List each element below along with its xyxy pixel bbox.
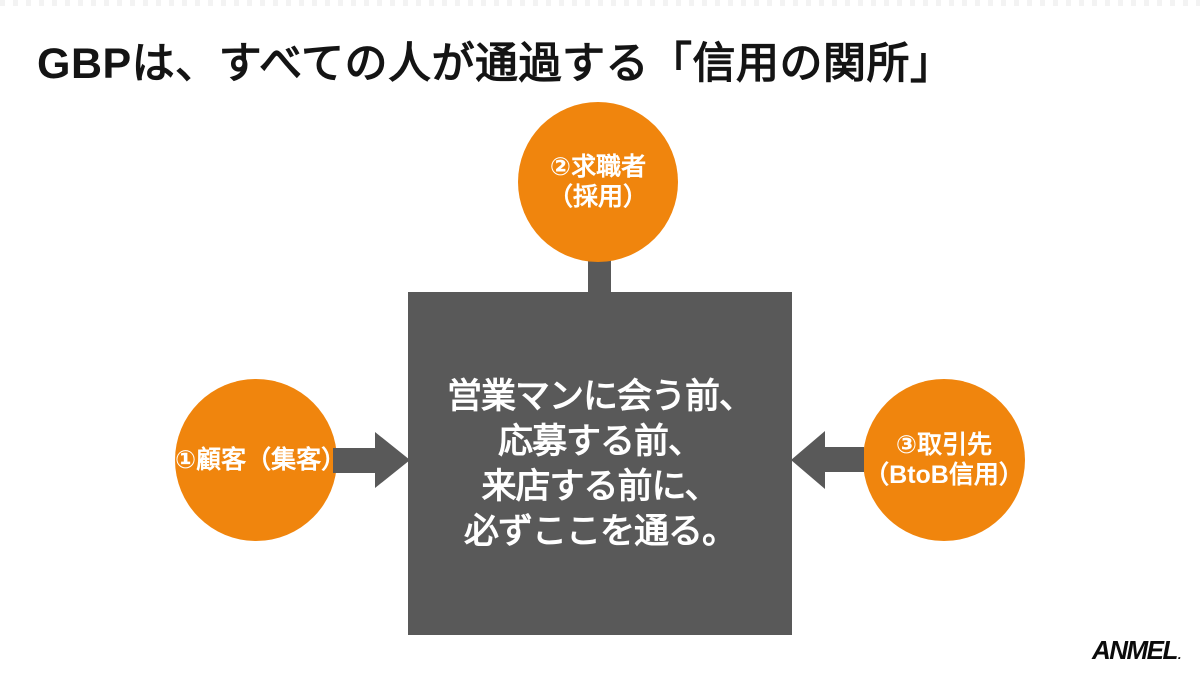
top-edge-artifact xyxy=(0,0,1200,6)
arrow-left-icon xyxy=(333,432,410,488)
logo-mark: . xyxy=(1177,647,1182,662)
box-line-4: 必ずここを通る。 xyxy=(463,511,737,551)
credibility-gate-box: 営業マンに会う前、 応募する前、 来店する前に、 必ずここを通る。 xyxy=(408,292,792,635)
node-jobseekers-line1: ②求職者 xyxy=(549,153,647,181)
box-line-1: 営業マンに会う前、 xyxy=(446,376,754,416)
node-jobseekers: ②求職者 （採用） xyxy=(518,102,678,262)
node-partners-line1: ③取引先 xyxy=(895,431,993,459)
box-line-2: 応募する前、 xyxy=(497,421,703,461)
node-partners-label: ③取引先 （BtoB信用） xyxy=(864,430,1024,490)
node-partners-line2: （BtoB信用） xyxy=(864,461,1024,489)
node-customers-line1: ①顧客（集客） xyxy=(175,446,347,474)
node-jobseekers-label: ②求職者 （採用） xyxy=(548,152,648,212)
connector-top xyxy=(588,258,611,296)
box-line-3: 来店する前に、 xyxy=(481,466,720,506)
node-partners: ③取引先 （BtoB信用） xyxy=(863,379,1025,541)
logo-anmel: ANMEL. xyxy=(1091,635,1182,665)
node-customers: ①顧客（集客） xyxy=(175,379,347,541)
node-customers-label: ①顧客（集客） xyxy=(175,445,347,475)
page-title: GBPは、すべての人が通過する「信用の関所」 xyxy=(37,40,954,88)
logo-text: ANMEL xyxy=(1091,635,1178,665)
node-jobseekers-line2: （採用） xyxy=(547,183,648,211)
arrow-right-icon xyxy=(791,431,864,489)
